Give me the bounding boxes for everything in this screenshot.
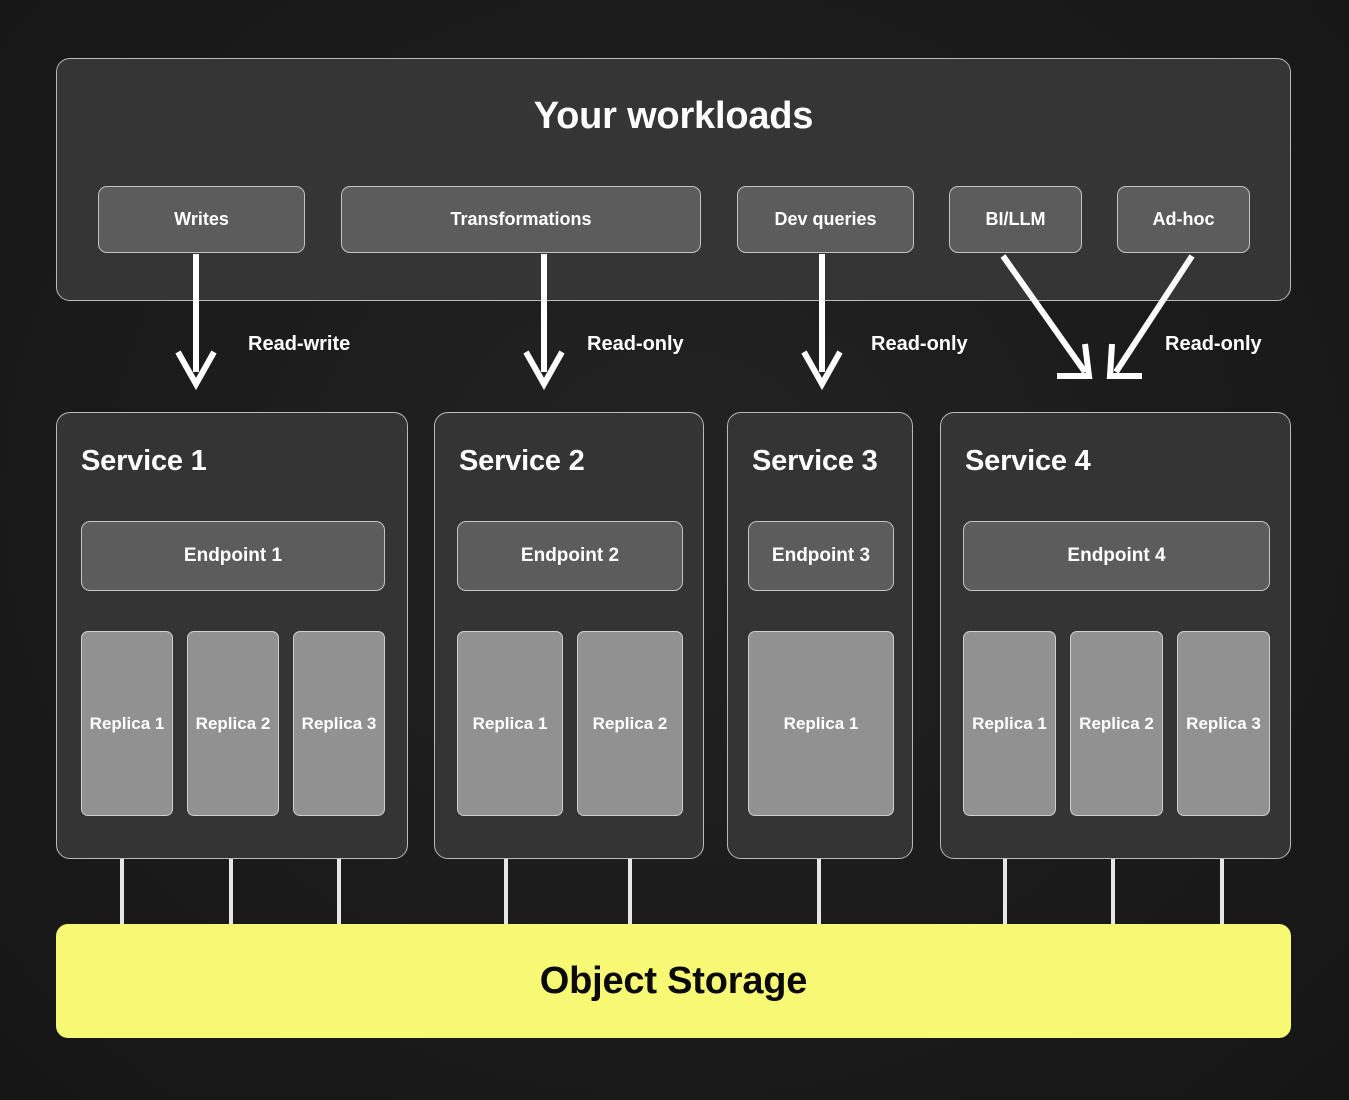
replica-box[interactable]: Replica 2 (1070, 631, 1163, 816)
workload-box[interactable]: BI/LLM (949, 186, 1082, 253)
object-storage-bar: Object Storage (56, 924, 1291, 1038)
storage-connector-line (628, 859, 632, 925)
arrow-head-writes (175, 350, 217, 391)
endpoint-box[interactable]: Endpoint 4 (963, 521, 1270, 591)
endpoint-box[interactable]: Endpoint 3 (748, 521, 894, 591)
replica-box[interactable]: Replica 3 (293, 631, 385, 816)
arrow-head-bi-llm (1057, 343, 1093, 379)
service-title: Service 1 (81, 445, 207, 477)
service-card: Service 3 Endpoint 3 Replica 1 (727, 412, 913, 859)
storage-connector-line (1220, 859, 1224, 925)
replica-box[interactable]: Replica 3 (1177, 631, 1270, 816)
flow-label: Read-only (871, 333, 968, 355)
workloads-panel: Your workloads Writes Transformations Dev … (56, 58, 1291, 301)
flow-label: Read-only (587, 333, 684, 355)
storage-connector-line (337, 859, 341, 925)
arrow-head-transformations (523, 350, 565, 391)
storage-connector-line (120, 859, 124, 925)
storage-connector-line (817, 859, 821, 925)
flow-label: Read-write (248, 333, 351, 355)
replica-box[interactable]: Replica 2 (187, 631, 279, 816)
storage-connector-line (1111, 859, 1115, 925)
replica-box[interactable]: Replica 1 (963, 631, 1056, 816)
workload-box[interactable]: Writes (98, 186, 305, 253)
flow-label: Read-only (1165, 333, 1262, 355)
service-title: Service 2 (459, 445, 585, 477)
arrow-head-dev-queries (801, 350, 843, 391)
workload-box[interactable]: Transformations (341, 186, 701, 253)
replica-box[interactable]: Replica 1 (457, 631, 563, 816)
workload-box[interactable]: Dev queries (737, 186, 914, 253)
service-title: Service 4 (965, 445, 1091, 477)
storage-connector-line (1003, 859, 1007, 925)
storage-connector-line (504, 859, 508, 925)
endpoint-box[interactable]: Endpoint 1 (81, 521, 385, 591)
replica-box[interactable]: Replica 1 (81, 631, 173, 816)
replica-box[interactable]: Replica 2 (577, 631, 683, 816)
workload-box[interactable]: Ad-hoc (1117, 186, 1250, 253)
endpoint-box[interactable]: Endpoint 2 (457, 521, 683, 591)
replica-row: Replica 1 (748, 631, 894, 816)
replica-box[interactable]: Replica 1 (748, 631, 894, 816)
workloads-title: Your workloads (533, 95, 814, 137)
storage-connector-line (229, 859, 233, 925)
arrow-head-ad-hoc (1106, 343, 1142, 379)
service-title: Service 3 (752, 445, 878, 477)
